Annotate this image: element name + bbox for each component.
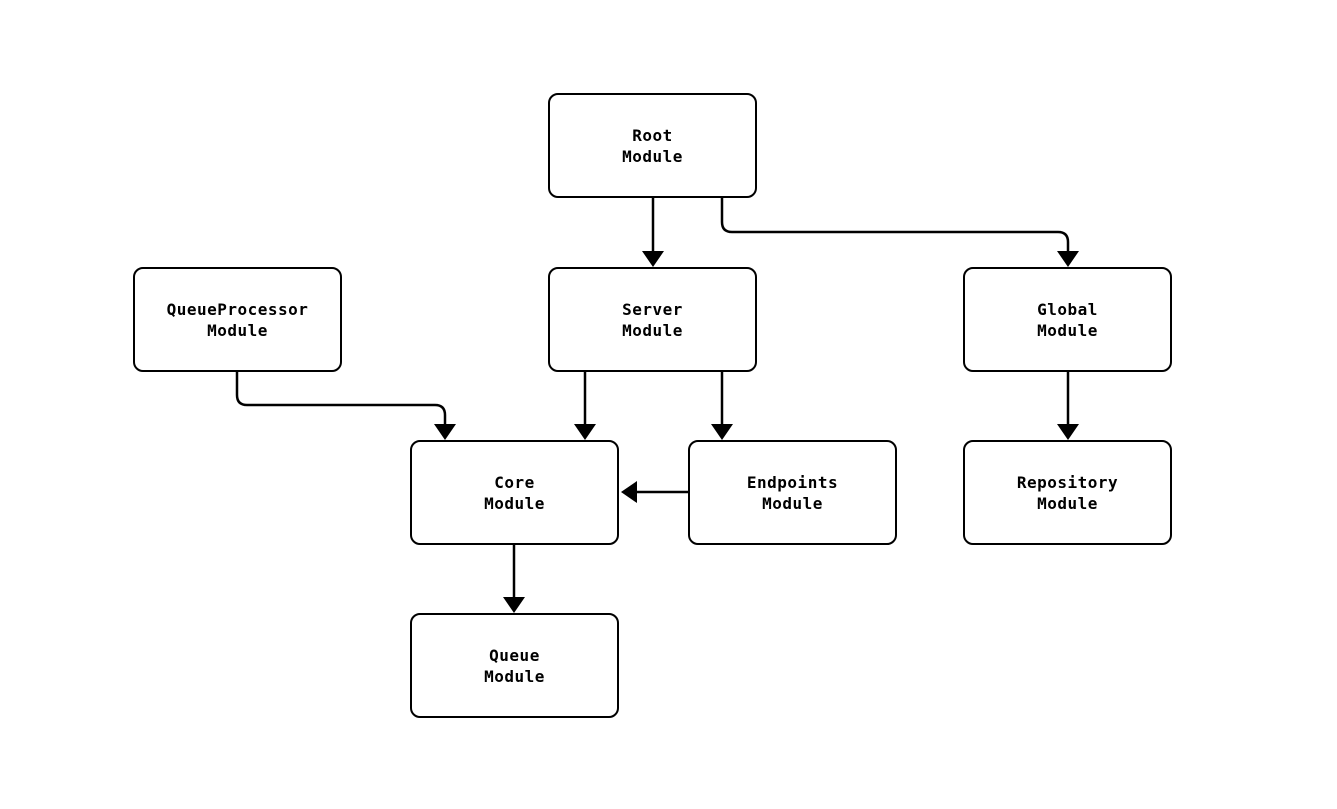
node-global-module-line2: Module <box>1037 320 1098 340</box>
edge-server-to-endpoints <box>711 372 733 440</box>
node-server-module: Server Module <box>548 267 757 372</box>
node-core-module-label: Core Module <box>484 472 545 514</box>
node-server-module-line2: Module <box>622 320 683 340</box>
edge-server-to-core <box>574 372 596 440</box>
node-endpoints-module-line1: Endpoints <box>746 472 839 492</box>
edge-root-to-global <box>720 198 1079 267</box>
arrowhead-endpoints-to-core <box>621 481 637 503</box>
node-endpoints-module-line2: Module <box>762 493 823 513</box>
edge-endpoints-to-core <box>621 481 688 503</box>
arrowhead-server-to-core <box>574 424 596 440</box>
node-root-module-label: Root Module <box>622 125 683 167</box>
node-queue-module-line1: Queue <box>489 645 540 665</box>
node-root-module-line1: Root <box>632 125 673 145</box>
node-endpoints-module: Endpoints Module <box>688 440 897 545</box>
node-server-module-line1: Server <box>622 299 683 319</box>
arrowhead-global-to-repository <box>1057 424 1079 440</box>
edge-root-to-server <box>642 198 664 267</box>
node-root-module-line2: Module <box>622 146 683 166</box>
node-root-module: Root Module <box>548 93 757 198</box>
node-queueprocessor-module: QueueProcessor Module <box>133 267 342 372</box>
node-endpoints-module-label: Endpoints Module <box>747 472 838 514</box>
node-repository-module-line1: Repository <box>1016 472 1119 492</box>
arrowhead-root-to-global <box>1057 251 1079 267</box>
node-queueprocessor-module-line2: Module <box>207 320 268 340</box>
node-queueprocessor-module-label: QueueProcessor Module <box>167 299 309 341</box>
node-global-module-label: Global Module <box>1037 299 1098 341</box>
arrowhead-root-to-server <box>642 251 664 267</box>
edge-global-to-repository <box>1057 372 1079 440</box>
arrowhead-queueprocessor-to-core <box>434 424 456 440</box>
node-core-module: Core Module <box>410 440 619 545</box>
node-repository-module: Repository Module <box>963 440 1172 545</box>
node-core-module-line1: Core <box>494 472 535 492</box>
node-repository-module-label: Repository Module <box>1017 472 1118 514</box>
node-queue-module-line2: Module <box>484 666 545 686</box>
node-queue-module-label: Queue Module <box>484 645 545 687</box>
arrowhead-server-to-endpoints <box>711 424 733 440</box>
node-global-module-line1: Global <box>1037 299 1098 319</box>
node-repository-module-line2: Module <box>1037 493 1098 513</box>
node-queue-module: Queue Module <box>410 613 619 718</box>
node-core-module-line2: Module <box>484 493 545 513</box>
node-server-module-label: Server Module <box>622 299 683 341</box>
node-global-module: Global Module <box>963 267 1172 372</box>
edge-queueprocessor-to-core <box>235 372 456 440</box>
node-queueprocessor-module-line1: QueueProcessor <box>166 299 309 319</box>
arrowhead-core-to-queue <box>503 597 525 613</box>
edge-core-to-queue <box>503 545 525 613</box>
